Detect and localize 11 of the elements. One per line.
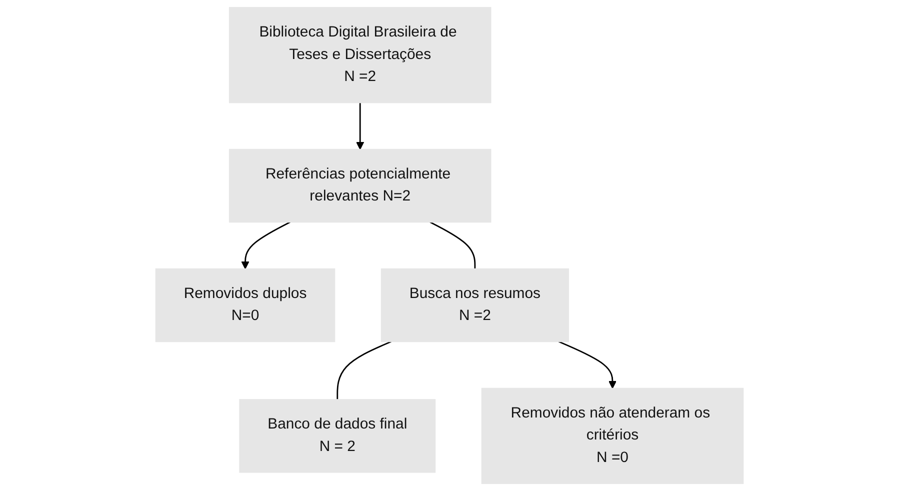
connector (336, 341, 392, 400)
arrow (241, 222, 290, 270)
arrow (356, 102, 364, 150)
node-box: Banco de dados final N = 2 (239, 399, 436, 473)
connector (430, 222, 476, 269)
node-box: Removidos não atenderam os critérios N =0 (481, 388, 744, 484)
node-box: Busca nos resumos N =2 (380, 268, 569, 342)
arrow (558, 341, 617, 389)
node-box: Referências potencialmente relevantes N=2 (228, 148, 492, 223)
node-box: Removidos duplos N=0 (155, 268, 336, 342)
node-box: Biblioteca Digital Brasileira de Teses e Dissertações N =2 (228, 7, 492, 104)
